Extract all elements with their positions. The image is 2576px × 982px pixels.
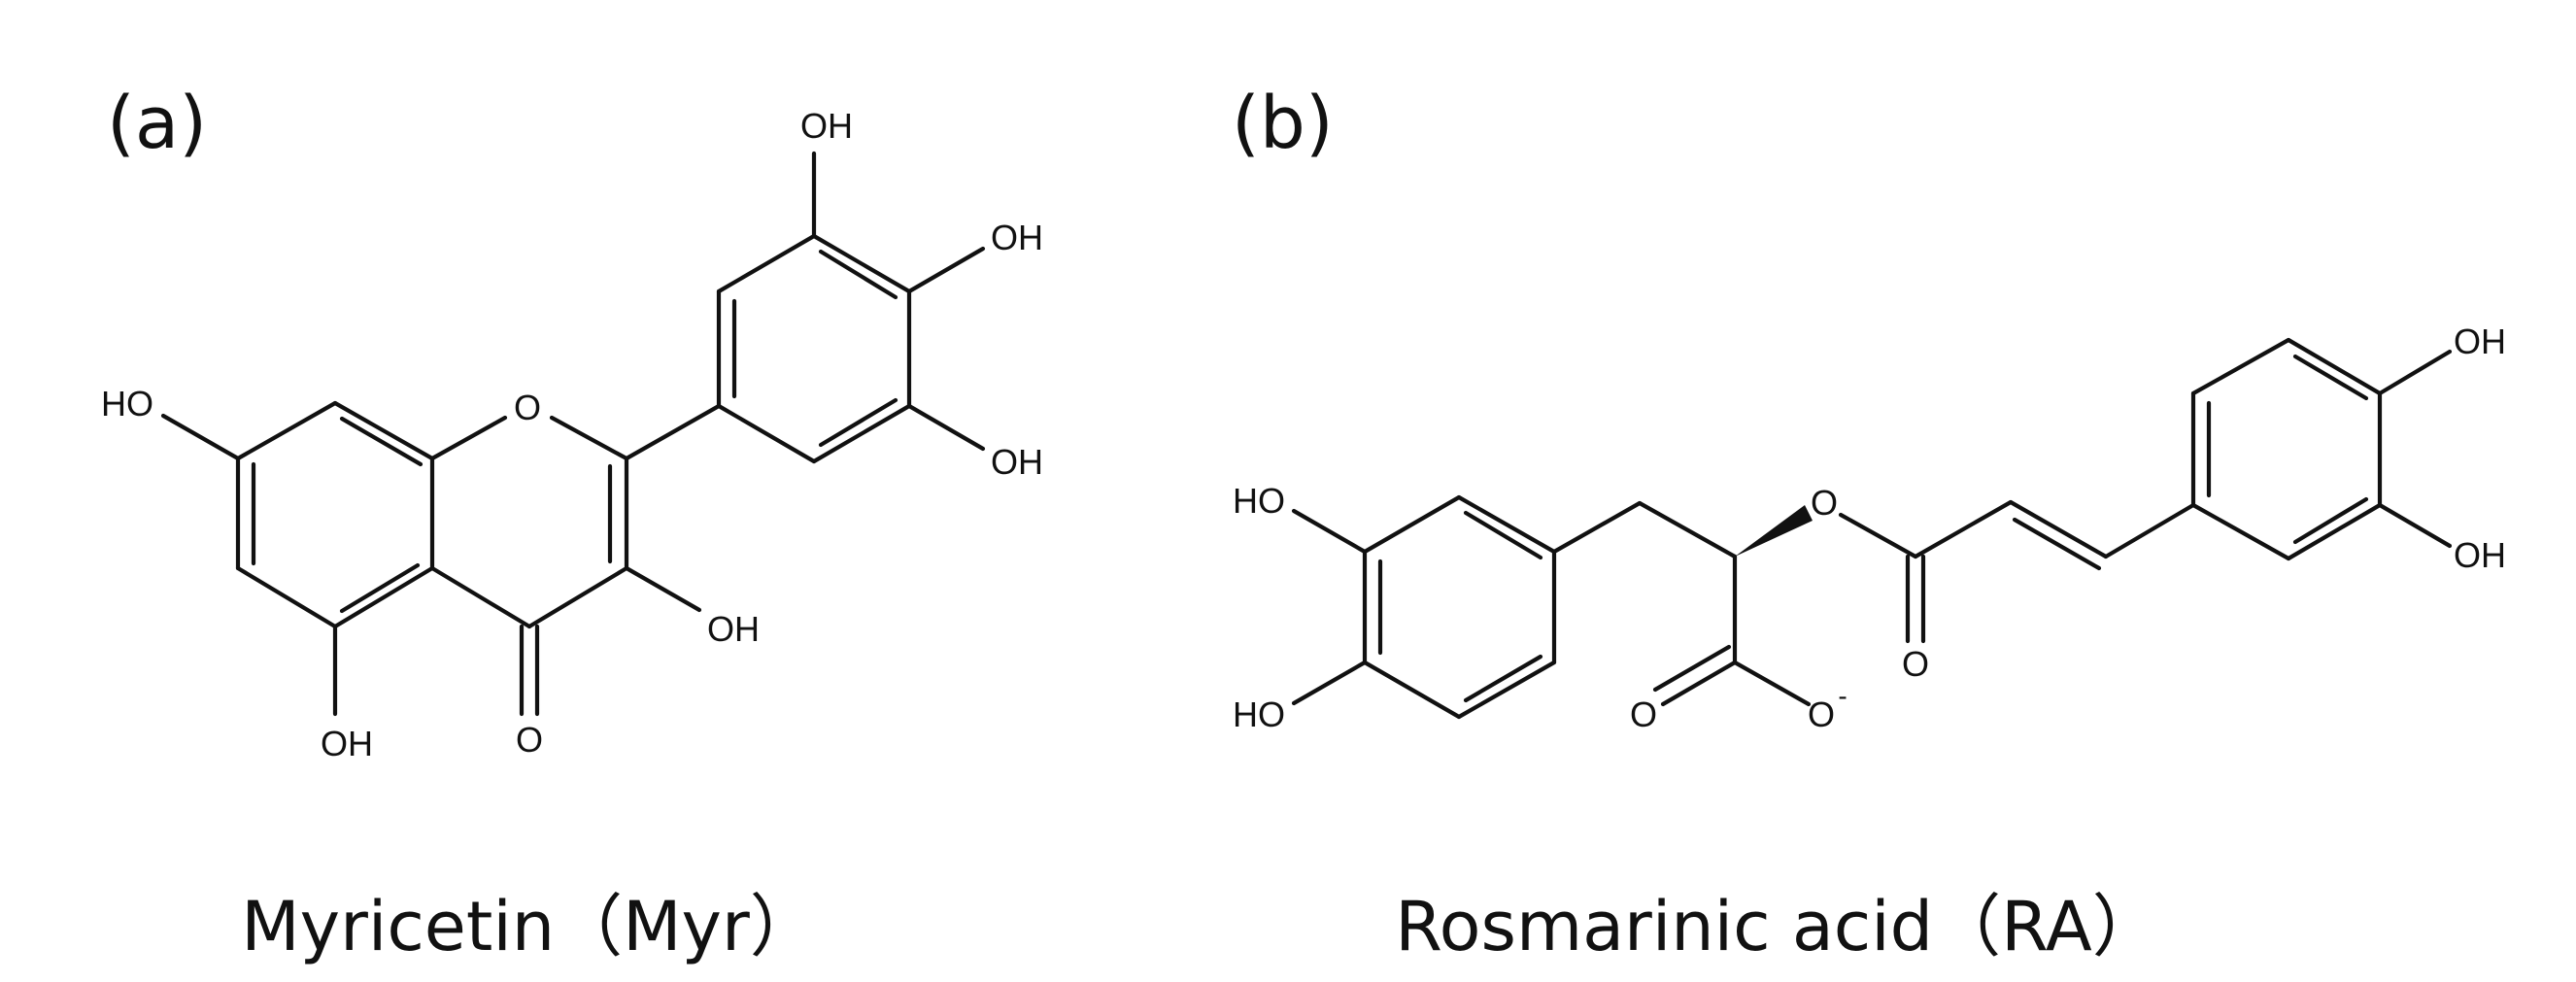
atom-label: OH <box>991 218 1043 257</box>
bond <box>235 565 338 629</box>
atom-label: HO <box>1233 694 1285 734</box>
bond <box>818 397 898 448</box>
bond <box>526 565 629 629</box>
bond <box>160 413 241 461</box>
bond <box>2008 499 2109 559</box>
atom-label: OH <box>321 724 373 763</box>
bond <box>811 403 912 464</box>
bond <box>1652 644 1732 693</box>
bond <box>339 416 424 467</box>
bond <box>2286 502 2383 561</box>
atom-label: OH <box>2454 322 2506 361</box>
stereo-wedge <box>1735 505 1813 557</box>
bond <box>1291 508 1368 555</box>
bond <box>2292 496 2369 545</box>
bond <box>1551 500 1643 555</box>
bond <box>429 565 532 629</box>
bond <box>1913 499 2014 559</box>
bond <box>716 233 817 294</box>
panel-a-label: (a) <box>107 82 207 165</box>
bond <box>2377 349 2453 396</box>
bond <box>811 233 912 294</box>
bond <box>624 403 722 461</box>
bond <box>1732 660 1812 707</box>
bond <box>549 415 629 461</box>
rosmarinic-acid-structure: HO HO O O O O - OH OH <box>1233 322 2506 734</box>
panel-b-caption: Rosmarinic acid（RA） <box>1395 887 2160 966</box>
bond <box>1838 512 1918 559</box>
bond <box>332 400 435 461</box>
bond <box>1456 494 1557 555</box>
atom-label: O <box>516 720 543 760</box>
bond <box>332 565 435 629</box>
bond <box>2190 502 2291 561</box>
bond <box>2190 337 2291 396</box>
atom-label: O <box>514 388 541 427</box>
atom-label: OH <box>991 442 1043 482</box>
atom-label: O <box>1630 694 1657 734</box>
bond <box>2012 517 2102 571</box>
bond <box>2286 337 2383 396</box>
bond <box>624 565 702 613</box>
bond <box>906 246 986 294</box>
panel-a-caption: Myricetin（Myr） <box>241 887 817 966</box>
bond <box>339 562 421 614</box>
bond <box>1637 500 1738 559</box>
atom-label: HO <box>101 384 153 423</box>
bond <box>2292 354 2369 401</box>
bond <box>1660 660 1738 707</box>
bond <box>1463 654 1543 703</box>
atom-label: O <box>1902 644 1929 684</box>
atom-label: HO <box>1233 481 1285 521</box>
bond <box>1362 660 1462 720</box>
bond <box>429 415 508 461</box>
bond <box>1456 660 1557 720</box>
bond <box>818 249 898 300</box>
bond <box>235 400 338 461</box>
bond <box>1362 494 1462 555</box>
charge-label: - <box>1838 681 1847 711</box>
panel-a: (a) <box>101 82 1043 966</box>
atom-label: OH <box>2454 535 2506 575</box>
atom-label: O <box>1808 694 1835 734</box>
bond <box>906 403 986 452</box>
myricetin-structure: O O OH OH HO OH OH OH <box>101 106 1043 763</box>
atom-label: OH <box>707 609 760 649</box>
atom-label: OH <box>800 106 853 146</box>
bond <box>1291 660 1368 706</box>
bond <box>716 403 817 464</box>
panel-b: (b) <box>1232 82 2506 966</box>
panel-b-label: (b) <box>1232 82 1334 165</box>
bond <box>1463 510 1543 560</box>
bond <box>2103 502 2196 559</box>
bond <box>2377 502 2453 549</box>
atom-label: O <box>1811 483 1838 523</box>
